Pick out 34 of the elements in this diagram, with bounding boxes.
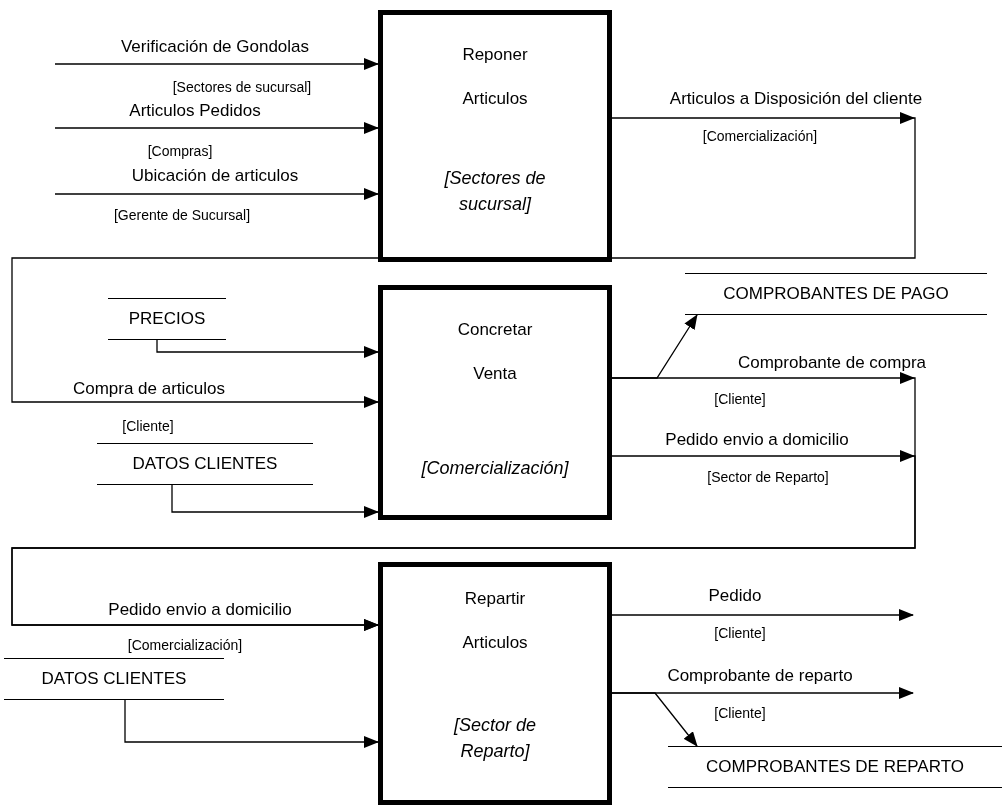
edge-label: Verificación de Gondolas	[119, 36, 311, 58]
edge-label: Pedido	[707, 585, 763, 607]
role-label: [Cliente]	[713, 390, 767, 409]
responsible-area: [Comercialización]	[400, 455, 590, 481]
role-label: [Comercialización]	[701, 127, 819, 146]
role-label: [Cliente]	[121, 417, 175, 436]
flow-label: Pedido envio a domicilio	[107, 599, 293, 621]
role-label: [Gerente de Sucursal]	[112, 206, 252, 225]
edge-label: Pedido envio a domicilio	[664, 429, 850, 451]
process-box	[378, 562, 612, 805]
data-store: PRECIOS	[108, 298, 226, 340]
role-label: [Compras]	[146, 142, 214, 161]
edge-label: Comprobante de compra	[736, 352, 927, 374]
role-label: [Sector de Reparto]	[706, 468, 830, 487]
edge-label: Articulos Pedidos	[128, 100, 262, 122]
process-box	[378, 10, 612, 262]
role-label: [Sectores de sucursal]	[171, 78, 313, 97]
edge-label: Articulos a Disposición del cliente	[668, 88, 924, 110]
role-label: [Cliente]	[713, 624, 767, 643]
process-name: Repartir Articulos	[461, 588, 529, 654]
process-name: Reponer Articulos	[461, 44, 529, 110]
process-box	[378, 285, 612, 520]
process-name: Concretar Venta	[456, 319, 534, 385]
data-store: DATOS CLIENTES	[97, 443, 313, 485]
role-label: [Comercialización]	[126, 636, 244, 655]
data-store: DATOS CLIENTES	[4, 658, 224, 700]
flow-label: Compra de articulos	[71, 378, 227, 400]
edge-label: Ubicación de articulos	[130, 165, 300, 187]
role-label: [Cliente]	[713, 704, 767, 723]
data-store: COMPROBANTES DE REPARTO	[668, 746, 1002, 788]
edge-label: Comprobante de reparto	[666, 665, 854, 687]
responsible-area: [Sectores de sucursal]	[420, 165, 570, 217]
data-store: COMPROBANTES DE PAGO	[685, 273, 987, 315]
responsible-area: [Sector de Reparto]	[435, 712, 555, 764]
